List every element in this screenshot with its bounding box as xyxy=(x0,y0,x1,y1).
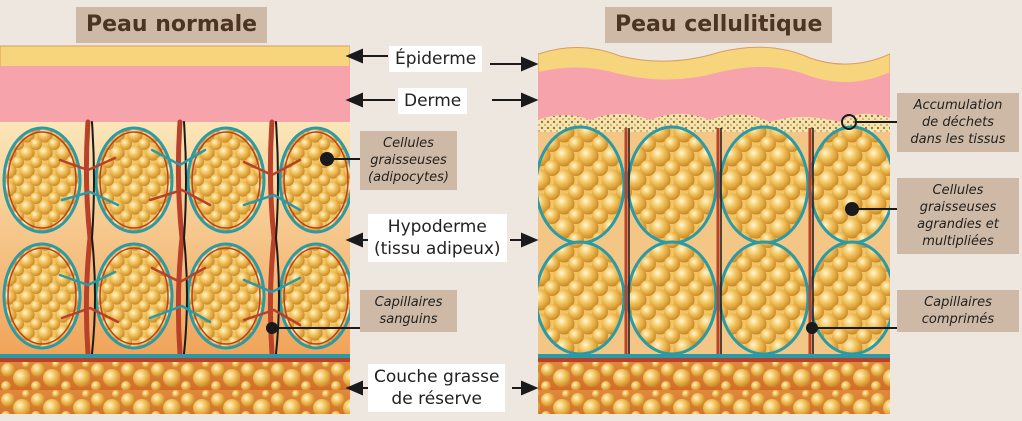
fat-lobules-normal xyxy=(2,126,350,350)
label-reserve-fat: Couche grasse de réserve xyxy=(368,364,506,412)
callout-compressed-line1: Capillaires xyxy=(924,295,992,310)
label-hypodermis-line2: (tissu adipeux) xyxy=(374,239,501,259)
callout-enlarged-line1: Cellules xyxy=(932,183,984,198)
label-reserve-fat-line1: Couche grasse xyxy=(374,367,500,387)
title-cellulite-skin: Peau cellulitique xyxy=(605,7,833,43)
label-epidermis: Épiderme xyxy=(389,46,483,72)
dermis-layer-cellulite xyxy=(538,66,890,122)
capillaries-normal xyxy=(58,119,302,357)
fat-lobules-cellulite xyxy=(538,125,890,356)
reserve-fat-layer-normal xyxy=(0,362,350,414)
label-hypodermis: Hypoderme (tissu adipeux) xyxy=(368,214,507,262)
label-dermis: Derme xyxy=(398,88,468,114)
callout-capillaries-line2: sanguins xyxy=(379,312,438,327)
callout-waste-line2: de déchets xyxy=(922,115,994,130)
callout-enlarged-cells: Cellules graisseuses agrandies et multip… xyxy=(897,178,1019,254)
label-reserve-fat-line2: de réserve xyxy=(391,389,482,409)
layer-arrows xyxy=(345,48,539,396)
callout-adipocytes-line2: graisseuses xyxy=(370,153,447,168)
capillaries-cellulite xyxy=(624,128,814,354)
callout-capillaries: Capillaires sanguins xyxy=(360,290,457,332)
normal-skin-section xyxy=(0,45,350,414)
title-normal-skin: Peau normale xyxy=(76,7,268,43)
cellulite-skin-section xyxy=(538,46,890,414)
callout-enlarged-line4: multipliées xyxy=(922,234,994,249)
callout-adipocytes-line3: (adipocytes) xyxy=(368,170,449,185)
reserve-fat-layer-cellulite xyxy=(538,362,890,414)
callout-capillaries-line1: Capillaires xyxy=(374,295,443,310)
callout-adipocytes: Cellules graisseuses (adipocytes) xyxy=(360,131,457,190)
callout-enlarged-line3: agrandies et xyxy=(917,217,999,232)
dermis-layer-normal xyxy=(0,66,350,122)
callout-compressed-capillaries: Capillaires comprimés xyxy=(897,290,1019,332)
callout-compressed-line2: comprimés xyxy=(921,312,995,327)
callout-adipocytes-line1: Cellules xyxy=(383,136,434,151)
callout-enlarged-line2: graisseuses xyxy=(919,200,997,215)
label-hypodermis-line1: Hypoderme xyxy=(387,217,487,237)
callout-waste-accumulation: Accumulation de déchets dans les tissus xyxy=(897,93,1019,152)
callout-waste-line3: dans les tissus xyxy=(910,132,1006,147)
callout-waste-line1: Accumulation xyxy=(913,98,1003,113)
callout-pointers xyxy=(266,114,898,334)
epidermis-layer-normal xyxy=(0,45,350,69)
